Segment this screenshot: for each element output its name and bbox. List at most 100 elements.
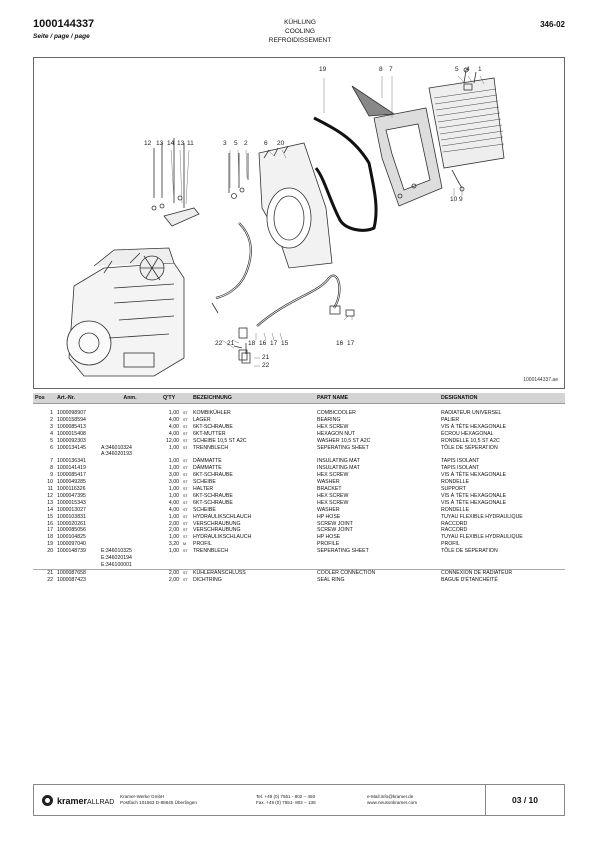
callout-2: 2 xyxy=(244,140,248,147)
callout-11: 11 xyxy=(187,140,194,147)
callout-17: 17 xyxy=(347,340,355,347)
cell-qty: 1,00 xyxy=(168,485,179,492)
cell-unit: ST xyxy=(183,480,188,485)
cell-fr: PROFIL xyxy=(441,541,460,548)
cell-en: HEX SCREW xyxy=(317,492,349,499)
cell-de: 6KT-SCHRAUBE xyxy=(193,472,233,479)
cell-de: DICHTRING xyxy=(193,576,222,583)
contact-phone: Tel. +49 (0) 7551 - 802 – 450 Fax. +49 (… xyxy=(256,794,316,806)
cell-pos: 4 xyxy=(50,430,53,437)
cell-de: TRENNBLECH xyxy=(193,444,229,451)
cell-anm xyxy=(99,417,161,424)
cell-unit: ST xyxy=(183,417,188,422)
callout-10: 10 xyxy=(450,196,458,203)
cell-de: 6KT-SCHRAUBE xyxy=(193,492,233,499)
cell-art: 1000148739 xyxy=(57,548,86,555)
cell-qty: 3,20 xyxy=(168,541,179,548)
figure-id: 1000144337.ae xyxy=(523,377,558,383)
callout-5: 5 xyxy=(455,66,459,73)
cell-de: SCHEIBE xyxy=(193,479,216,486)
cell-pos: 2 xyxy=(50,416,53,423)
cell-qty: 2,00 xyxy=(168,576,179,583)
cell-anm xyxy=(99,458,161,465)
cell-unit: ST xyxy=(183,514,188,519)
cell-art: 1000020261 xyxy=(57,520,86,527)
fax-number: Fax. +49 (0) 7551- 802 – 136 xyxy=(256,800,316,805)
cell-anm xyxy=(99,527,161,534)
cell-anm: A:346010324 A:346020193 xyxy=(101,444,132,458)
cell-de: 6KT-SCHRAUBE xyxy=(193,423,233,430)
cell-unit: ST xyxy=(183,493,188,498)
cell-unit: ST xyxy=(183,459,188,464)
cell-art: 1000049285 xyxy=(57,479,86,486)
cell-fr: TUYAU FLEXIBLE HYDRAULIQUE xyxy=(441,513,523,520)
cell-de: DÄMMATTE xyxy=(193,465,222,472)
cell-qty: 3,00 xyxy=(168,472,179,479)
callout-21: 21 xyxy=(227,340,235,347)
cell-unit: M xyxy=(183,542,186,547)
cell-unit: ST xyxy=(183,486,188,491)
cell-en: HP HOSE xyxy=(317,534,341,541)
exploded-view-figure: 19 8 7 5 4 1 12 13 14 13 11 3 5 2 6 20 1… xyxy=(33,57,565,389)
header-left: 1000144337 Seite / page / page xyxy=(33,18,94,40)
cell-fr: RONDELLE xyxy=(441,506,469,513)
cell-unit: ST xyxy=(183,473,188,478)
header-title: KÜHLUNG COOLING REFROIDISSEMENT xyxy=(200,18,400,45)
cell-anm xyxy=(99,424,161,431)
cell-de: 6KT-SCHRAUBE xyxy=(193,499,233,506)
website: www.neusonkramer.com xyxy=(367,800,418,805)
cell-qty: 4,00 xyxy=(168,416,179,423)
cell-qty: 1,00 xyxy=(168,410,179,416)
cell-fr: TÔLE DE SÉPERATION xyxy=(441,548,498,555)
cell-anm xyxy=(99,514,161,521)
document-number: 1000144337 xyxy=(33,18,95,30)
col-header-bezeichnung: BEZEICHNUNG xyxy=(191,393,315,404)
cell-fr: RACCORD xyxy=(441,527,468,534)
cell-art: 1000085056 xyxy=(57,527,86,534)
cell-de: HYDRAULIKSCHLAUCH xyxy=(193,534,252,541)
cell-en: COOLER CONNECTION xyxy=(315,568,439,577)
cell-anm xyxy=(99,479,161,486)
cell-de: SCHEIBE 10,5 ST A2C xyxy=(193,437,247,444)
cell-unit: ST xyxy=(183,424,188,429)
cell-anm xyxy=(99,577,161,584)
cell-en: WASHER xyxy=(317,479,340,486)
cell-pos: 1 xyxy=(50,410,53,416)
cell-pos: 22 xyxy=(47,576,53,583)
callout-1: 1 xyxy=(478,66,482,73)
cell-unit: ST xyxy=(183,438,188,443)
cell-en: SEPERATING SHEET xyxy=(317,548,369,555)
cell-fr: CONNEXION DE RADIATEUR xyxy=(439,568,565,577)
cell-anm xyxy=(99,541,161,548)
cell-qty: 4,00 xyxy=(168,430,179,437)
cell-unit: ST xyxy=(183,411,188,415)
cell-art: 1000103831 xyxy=(57,513,86,520)
cell-unit: ST xyxy=(183,466,188,471)
cell-qty: 4,00 xyxy=(168,423,179,430)
callout-20: 20 xyxy=(277,140,285,147)
cell-art: 1000158594 xyxy=(57,416,86,423)
cell-anm xyxy=(99,486,161,493)
cell-art: 1000134145 xyxy=(57,444,86,451)
cell-pos: 5 xyxy=(50,437,53,444)
cell-anm: E:346010325 E:346020194 E:346100001 xyxy=(101,548,132,568)
cell-de: VERSCHRAUBUNG xyxy=(193,520,241,527)
cell-unit: ST xyxy=(183,535,188,540)
cell-en: PROFILE xyxy=(317,541,340,548)
cell-en: INSULATING MAT xyxy=(317,465,360,472)
cell-fr: TUYAU FLEXIBLE HYDRAULIQUE xyxy=(441,534,523,541)
cell-anm xyxy=(99,500,161,507)
col-header-qty: Q'TY xyxy=(161,393,191,404)
